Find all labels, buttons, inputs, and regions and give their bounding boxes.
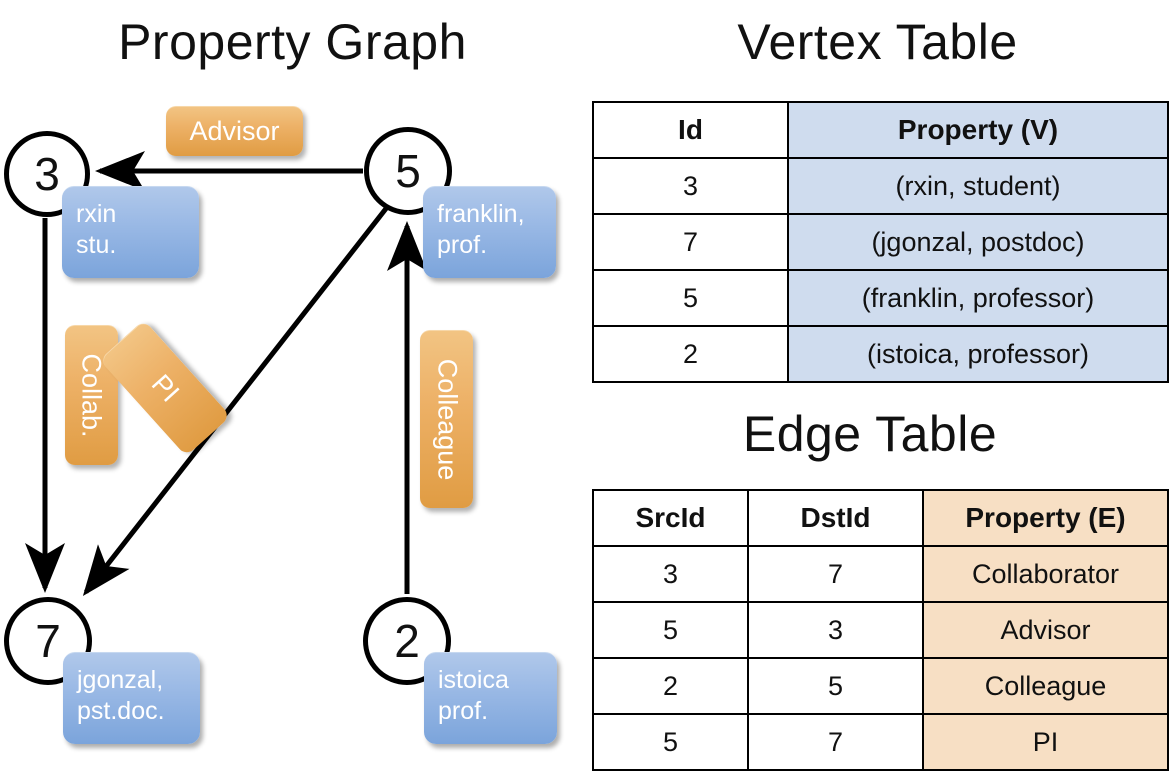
vertex-cell-id: 7 xyxy=(592,213,789,271)
table-row: 7 (jgonzal, postdoc) xyxy=(592,213,1169,271)
vertex-cell-property: (rxin, student) xyxy=(787,157,1169,215)
vertex-cell-property: (jgonzal, postdoc) xyxy=(787,213,1169,271)
vertex-property-line2: prof. xyxy=(437,231,488,259)
edge-table-header-property: Property (E) xyxy=(922,489,1169,547)
table-row: 2 5 Colleague xyxy=(592,657,1169,715)
vertex-cell-property: (istoica, professor) xyxy=(787,325,1169,383)
edge-cell-srcid: 2 xyxy=(592,657,749,715)
edge-label-advisor: Advisor xyxy=(166,106,303,156)
vertex-cell-id: 2 xyxy=(592,325,789,383)
edge-label-collab-text: Collab. xyxy=(77,353,108,438)
vertex-table-header-id: Id xyxy=(592,101,789,159)
vertex-cell-id: 3 xyxy=(592,157,789,215)
page-title-edge-table: Edge Table xyxy=(742,406,998,462)
vertex-property-line1: jgonzal, xyxy=(77,666,164,694)
vertex-cell-id: 5 xyxy=(592,269,789,327)
edge-cell-dstid: 7 xyxy=(747,713,924,771)
edge-cell-property: PI xyxy=(922,713,1169,771)
table-row: 2 (istoica, professor) xyxy=(592,325,1169,383)
vertex-property-line1: franklin, xyxy=(437,200,525,228)
edge-table: SrcId DstId Property (E) 3 7 Collaborato… xyxy=(592,489,1169,771)
table-row: 5 7 PI xyxy=(592,713,1169,771)
vertex-property-line1: istoica xyxy=(438,666,509,694)
graph-node-2[interactable]: 2 xyxy=(363,597,451,685)
edge-cell-srcid: 3 xyxy=(592,545,749,603)
edge-label-advisor-text: Advisor xyxy=(189,116,280,146)
edge-cell-dstid: 3 xyxy=(747,601,924,659)
vertex-property-line2: stu. xyxy=(76,231,117,259)
page-title-vertex-table: Vertex Table xyxy=(737,14,1018,70)
table-row: 5 (franklin, professor) xyxy=(592,269,1169,327)
edge-label-pi-text: PI xyxy=(146,368,186,408)
vertex-property-line2: prof. xyxy=(438,697,489,725)
graph-node-5[interactable]: 5 xyxy=(364,127,452,215)
edge-cell-srcid: 5 xyxy=(592,713,749,771)
edge-5-to-7 xyxy=(82,204,390,596)
edge-cell-srcid: 5 xyxy=(592,601,749,659)
property-graph-diagram: 3 5 7 2 rxin stu. franklin, prof. jgonza… xyxy=(0,0,585,760)
vertex-property-box-3: rxin stu. xyxy=(62,186,199,278)
vertex-property-line2: pst.doc. xyxy=(77,697,165,725)
vertex-property-box-7: jgonzal, pst.doc. xyxy=(63,652,200,744)
vertex-table-header-property: Property (V) xyxy=(787,101,1169,159)
graph-edge-arrows xyxy=(25,151,427,596)
edge-cell-property: Colleague xyxy=(922,657,1169,715)
edge-table-header-dstid: DstId xyxy=(747,489,924,547)
table-row: 3 (rxin, student) xyxy=(592,157,1169,215)
table-row: 3 7 Collaborator xyxy=(592,545,1169,603)
vertex-property-line1: rxin xyxy=(76,200,117,228)
edge-table-header-row: SrcId DstId Property (E) xyxy=(592,489,1169,547)
vertex-table-header-row: Id Property (V) xyxy=(592,101,1169,159)
vertex-property-box-2: istoica prof. xyxy=(424,652,557,744)
edge-cell-dstid: 7 xyxy=(747,545,924,603)
edge-table-header-srcid: SrcId xyxy=(592,489,749,547)
edge-label-colleague: Colleague xyxy=(420,330,473,508)
edge-cell-property: Advisor xyxy=(922,601,1169,659)
vertex-property-box-5: franklin, prof. xyxy=(423,186,556,278)
vertex-table: Id Property (V) 3 (rxin, student) 7 (jgo… xyxy=(592,101,1169,383)
edge-cell-property: Collaborator xyxy=(922,545,1169,603)
edge-cell-dstid: 5 xyxy=(747,657,924,715)
edge-label-collab: Collab. xyxy=(65,325,118,465)
page-title-property-graph: Property Graph xyxy=(118,14,467,70)
vertex-cell-property: (franklin, professor) xyxy=(787,269,1169,327)
edge-label-colleague-text: Colleague xyxy=(432,358,462,481)
table-row: 5 3 Advisor xyxy=(592,601,1169,659)
